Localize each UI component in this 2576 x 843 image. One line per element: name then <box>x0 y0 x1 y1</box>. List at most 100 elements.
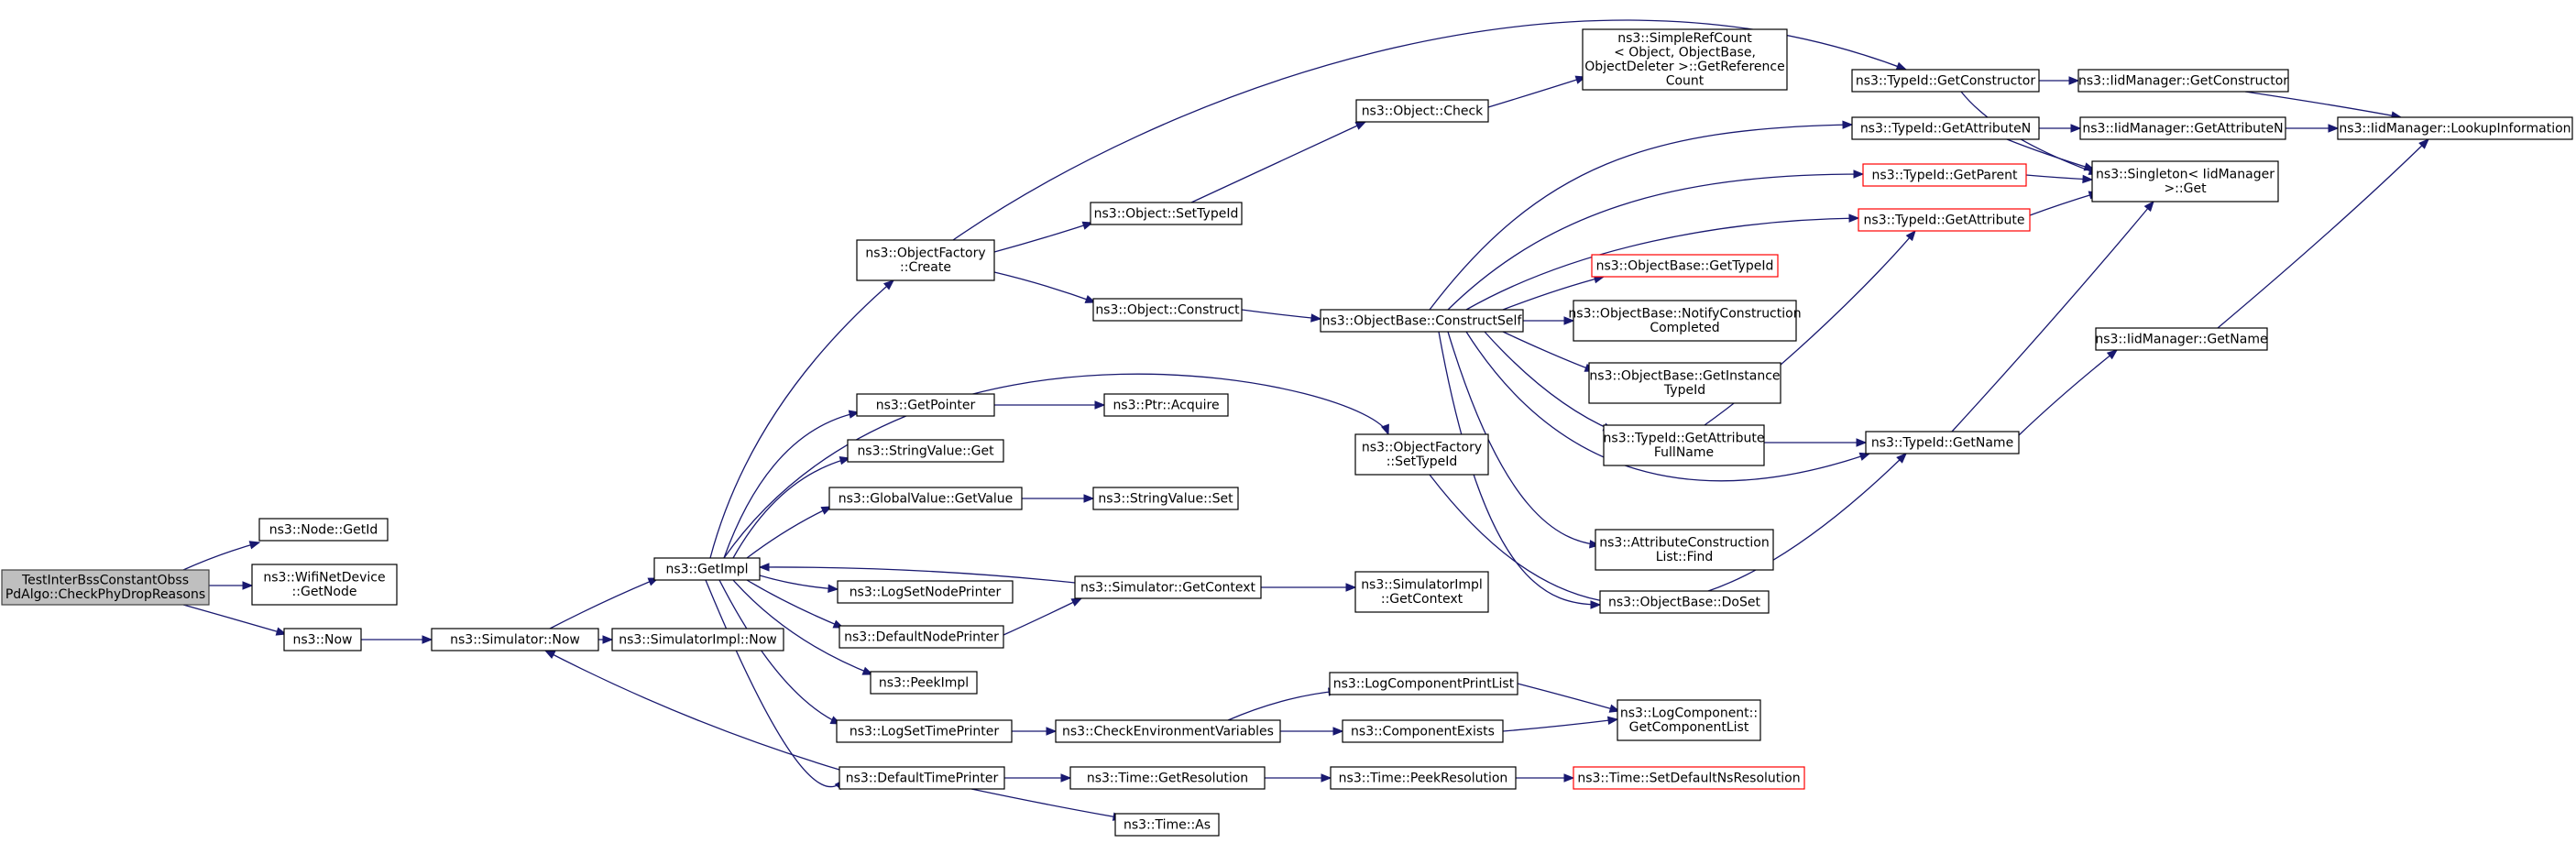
node-iidmanager_getconstructor[interactable]: ns3::IidManager::GetConstructor <box>2077 69 2289 93</box>
node-time_peekresolution[interactable]: ns3::Time::PeekResolution <box>1330 766 1517 790</box>
node-label-line: ns3::TypeId::GetAttribute <box>1864 213 2025 227</box>
node-simimpl_getcontext[interactable]: ns3::SimulatorImpl::GetContext <box>1354 571 1489 613</box>
node-typeid_getattributen[interactable]: ns3::TypeId::GetAttributeN <box>1851 116 2040 140</box>
node-label-line: ns3::GetPointer <box>876 398 976 412</box>
node-typeid_getparent[interactable]: ns3::TypeId::GetParent <box>1862 163 2027 187</box>
edge-getimpl-to-stringvalue_get <box>732 456 851 559</box>
node-box <box>847 439 1004 463</box>
node-stringvalue_set[interactable]: ns3::StringValue::Set <box>1092 487 1239 510</box>
node-logcomponentprintlist[interactable]: ns3::LogComponentPrintList <box>1329 672 1518 695</box>
node-label-line: ns3::WifiNetDevice <box>263 571 385 586</box>
edge-arrowhead <box>839 456 851 465</box>
node-time_getresolution[interactable]: ns3::Time::GetResolution <box>1069 766 1266 790</box>
node-objbase_constructself[interactable]: ns3::ObjectBase::ConstructSelf <box>1320 309 1524 333</box>
node-ptr_acquire[interactable]: ns3::Ptr::Acquire <box>1103 393 1229 417</box>
node-getpointer[interactable]: ns3::GetPointer <box>856 393 995 417</box>
edge-arrowhead <box>1563 316 1575 325</box>
edge-arrowhead <box>2328 124 2340 133</box>
node-box <box>1 569 210 606</box>
node-object_settypeid[interactable]: ns3::Object::SetTypeId <box>1090 202 1243 225</box>
edge-iidmanager_getconstructor-to-iidmanager_lookupinformation <box>2244 91 2403 120</box>
edge-line <box>746 579 844 629</box>
edge-arrowhead <box>1853 170 1865 179</box>
edge-line <box>718 579 841 725</box>
node-getimpl[interactable]: ns3::GetImpl <box>653 557 761 581</box>
node-now[interactable]: ns3::Now <box>283 628 362 651</box>
node-objbase_notifyconstruction[interactable]: ns3::ObjectBase::NotifyConstructionCompl… <box>1568 300 1802 342</box>
node-box <box>1573 766 1805 790</box>
node-iidmanager_lookupinformation[interactable]: ns3::IidManager::LookupInformation <box>2337 116 2573 140</box>
node-object_check[interactable]: ns3::Object::Check <box>1355 99 1489 123</box>
edge-checkenv-to-componentexists <box>1279 727 1344 736</box>
node-objfactory_create[interactable]: ns3::ObjectFactory::Create <box>856 239 995 281</box>
node-label-line: ns3::TypeId::GetAttributeN <box>1860 121 2031 136</box>
node-box <box>653 557 761 581</box>
node-label-line: ns3::Singleton< IidManager <box>2096 168 2275 182</box>
node-label-line: ns3::DefaultTimePrinter <box>846 771 999 785</box>
node-label-line: ns3::IidManager::GetName <box>2095 332 2267 346</box>
edge-arrowhead <box>1589 540 1601 549</box>
node-box <box>1114 813 1220 837</box>
node-checkenv[interactable]: ns3::CheckEnvironmentVariables <box>1055 719 1281 743</box>
node-object_construct[interactable]: ns3::Object::Construct <box>1092 298 1243 322</box>
node-box <box>1090 202 1243 225</box>
node-objfactory_settypeid[interactable]: ns3::ObjectFactory::SetTypeId <box>1354 433 1489 476</box>
node-typeid_getname[interactable]: ns3::TypeId::GetName <box>1865 431 2020 454</box>
node-box <box>1595 529 1774 571</box>
node-label-line: ns3::ObjectBase::GetTypeId <box>1596 258 1774 273</box>
node-logsettimeprinter[interactable]: ns3::LogSetTimePrinter <box>836 719 1013 743</box>
edge-line <box>1484 331 1614 432</box>
node-stringvalue_get[interactable]: ns3::StringValue::Get <box>847 439 1004 463</box>
node-box <box>1851 69 2040 93</box>
edge-arrowhead <box>2143 200 2154 213</box>
node-box <box>283 628 362 651</box>
node-time_setdefaultnsresolution[interactable]: ns3::Time::SetDefaultNsResolution <box>1573 766 1805 790</box>
node-logcomponent_getcomponentlist[interactable]: ns3::LogComponent::GetComponentList <box>1617 699 1761 741</box>
node-objbase_gettypeid[interactable]: ns3::ObjectBase::GetTypeId <box>1591 254 1779 278</box>
node-time_as[interactable]: ns3::Time::As <box>1114 813 1220 837</box>
edge-line <box>723 411 860 559</box>
node-iidmanager_getattributen[interactable]: ns3::IidManager::GetAttributeN <box>2079 116 2286 140</box>
node-label-line: ::GetContext <box>1381 592 1463 607</box>
node-label-line: ns3::ObjectBase::GetInstance <box>1589 369 1780 384</box>
node-node_getid[interactable]: ns3::Node::GetId <box>258 518 389 542</box>
edge-arrowhead <box>848 410 860 419</box>
node-wifi_getnode[interactable]: ns3::WifiNetDevice::GetNode <box>251 564 398 606</box>
node-label-line: List::Find <box>1656 550 1714 564</box>
edge-objbase_constructself-to-typeid_getattributen <box>1429 120 1854 311</box>
node-logsetnodeprinter[interactable]: ns3::LogSetNodePrinter <box>837 580 1014 604</box>
node-label-line: ns3::TypeId::GetName <box>1871 435 2013 450</box>
node-box <box>1103 393 1229 417</box>
edge-componentexists-to-logcomponent_getcomponentlist <box>1502 716 1619 732</box>
node-peekimpl[interactable]: ns3::PeekImpl <box>870 671 978 695</box>
node-objbase_doset[interactable]: ns3::ObjectBase::DoSet <box>1599 590 1770 614</box>
node-sim_now[interactable]: ns3::Simulator::Now <box>431 628 599 651</box>
edge-arrowhead <box>1345 583 1357 592</box>
edge-getimpl-to-logsetnodeprinter <box>759 575 839 594</box>
node-label-line: ns3::ComponentExists <box>1351 724 1495 739</box>
node-label-line: ns3::LogComponent:: <box>1620 706 1758 721</box>
node-componentexists[interactable]: ns3::ComponentExists <box>1342 719 1504 743</box>
node-singleton_get[interactable]: ns3::Singleton< IidManager>::Get <box>2091 160 2279 203</box>
node-sim_getcontext[interactable]: ns3::Simulator::GetContext <box>1074 575 1262 599</box>
edge-arrowhead <box>543 650 556 660</box>
node-typeid_getconstructor[interactable]: ns3::TypeId::GetConstructor <box>1851 69 2040 93</box>
edge-arrowhead <box>1896 453 1907 464</box>
edge-time_getresolution-to-time_peekresolution <box>1264 773 1332 783</box>
edge-line <box>993 222 1093 253</box>
node-box <box>1617 699 1761 741</box>
node-typeid_getattribute[interactable]: ns3::TypeId::GetAttribute <box>1858 208 2031 232</box>
node-simplerefcount[interactable]: ns3::SimpleRefCount< Object, ObjectBase,… <box>1582 28 1788 91</box>
node-label-line: ns3::Simulator::GetContext <box>1080 580 1256 595</box>
edge-arrowhead <box>1858 452 1871 461</box>
edge-sim_now-to-simimpl_now <box>598 635 614 644</box>
node-globalvalue_getvalue[interactable]: ns3::GlobalValue::GetValue <box>828 487 1023 510</box>
node-defaulttimeprinter[interactable]: ns3::DefaultTimePrinter <box>839 766 1005 790</box>
node-simimpl_now[interactable]: ns3::SimulatorImpl::Now <box>611 628 784 651</box>
node-root[interactable]: TestInterBssConstantObssPdAlgo::CheckPhy… <box>1 569 210 606</box>
node-defaultnodeprinter[interactable]: ns3::DefaultNodePrinter <box>839 625 1004 649</box>
node-iidmanager_getname[interactable]: ns3::IidManager::GetName <box>2095 327 2268 351</box>
